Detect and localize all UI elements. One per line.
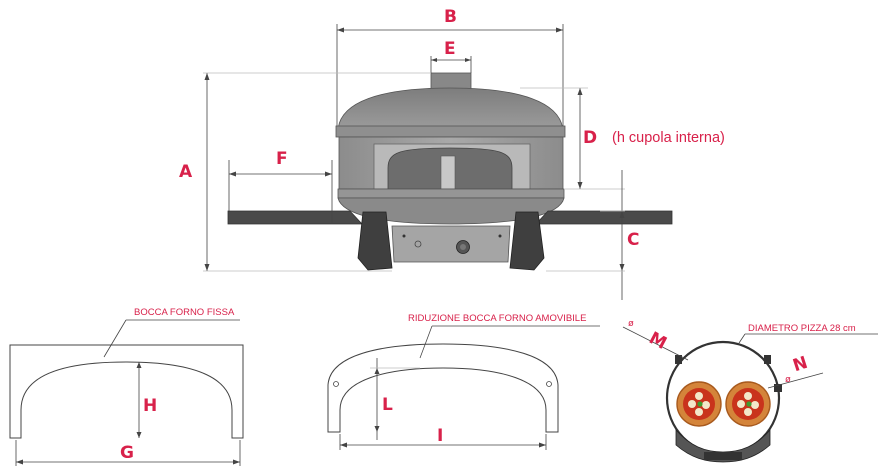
oven-front-view — [227, 72, 673, 271]
dimension-lines — [203, 24, 625, 300]
d-note: (h cupola interna) — [612, 130, 725, 146]
diameter-symbol-n: ø — [785, 374, 791, 385]
label-B: B — [444, 7, 457, 27]
control-panel — [391, 225, 511, 263]
label-A: A — [179, 162, 193, 182]
label-H: H — [143, 396, 157, 416]
label-C: C — [627, 230, 639, 250]
removable-mouth-view — [327, 325, 600, 450]
left-handle-arm — [227, 210, 363, 225]
chimney — [430, 72, 472, 90]
pizza-diameter-note: DIAMETRO PIZZA 28 cm — [748, 323, 856, 334]
label-I: I — [437, 426, 443, 446]
label-N: N — [791, 353, 811, 376]
fixed-mouth-view — [9, 319, 244, 466]
right-leg — [509, 211, 545, 271]
label-E: E — [444, 39, 456, 59]
pizza-right-icon — [725, 381, 771, 427]
top-view — [622, 326, 878, 463]
label-G: G — [120, 443, 134, 463]
right-handle-arm — [535, 210, 673, 225]
label-L: L — [382, 395, 393, 415]
label-F: F — [276, 149, 288, 169]
dome — [337, 87, 564, 131]
left-leg — [357, 211, 393, 271]
label-M: M — [646, 328, 670, 354]
label-D: D — [583, 128, 597, 148]
pizza-left-icon — [676, 381, 722, 427]
removable-mouth-note: RIDUZIONE BOCCA FORNO AMOVIBILE — [408, 313, 586, 324]
diameter-symbol-m: ø — [628, 318, 634, 329]
oven-base-bowl — [337, 197, 565, 225]
fixed-mouth-note: BOCCA FORNO FISSA — [134, 307, 235, 318]
